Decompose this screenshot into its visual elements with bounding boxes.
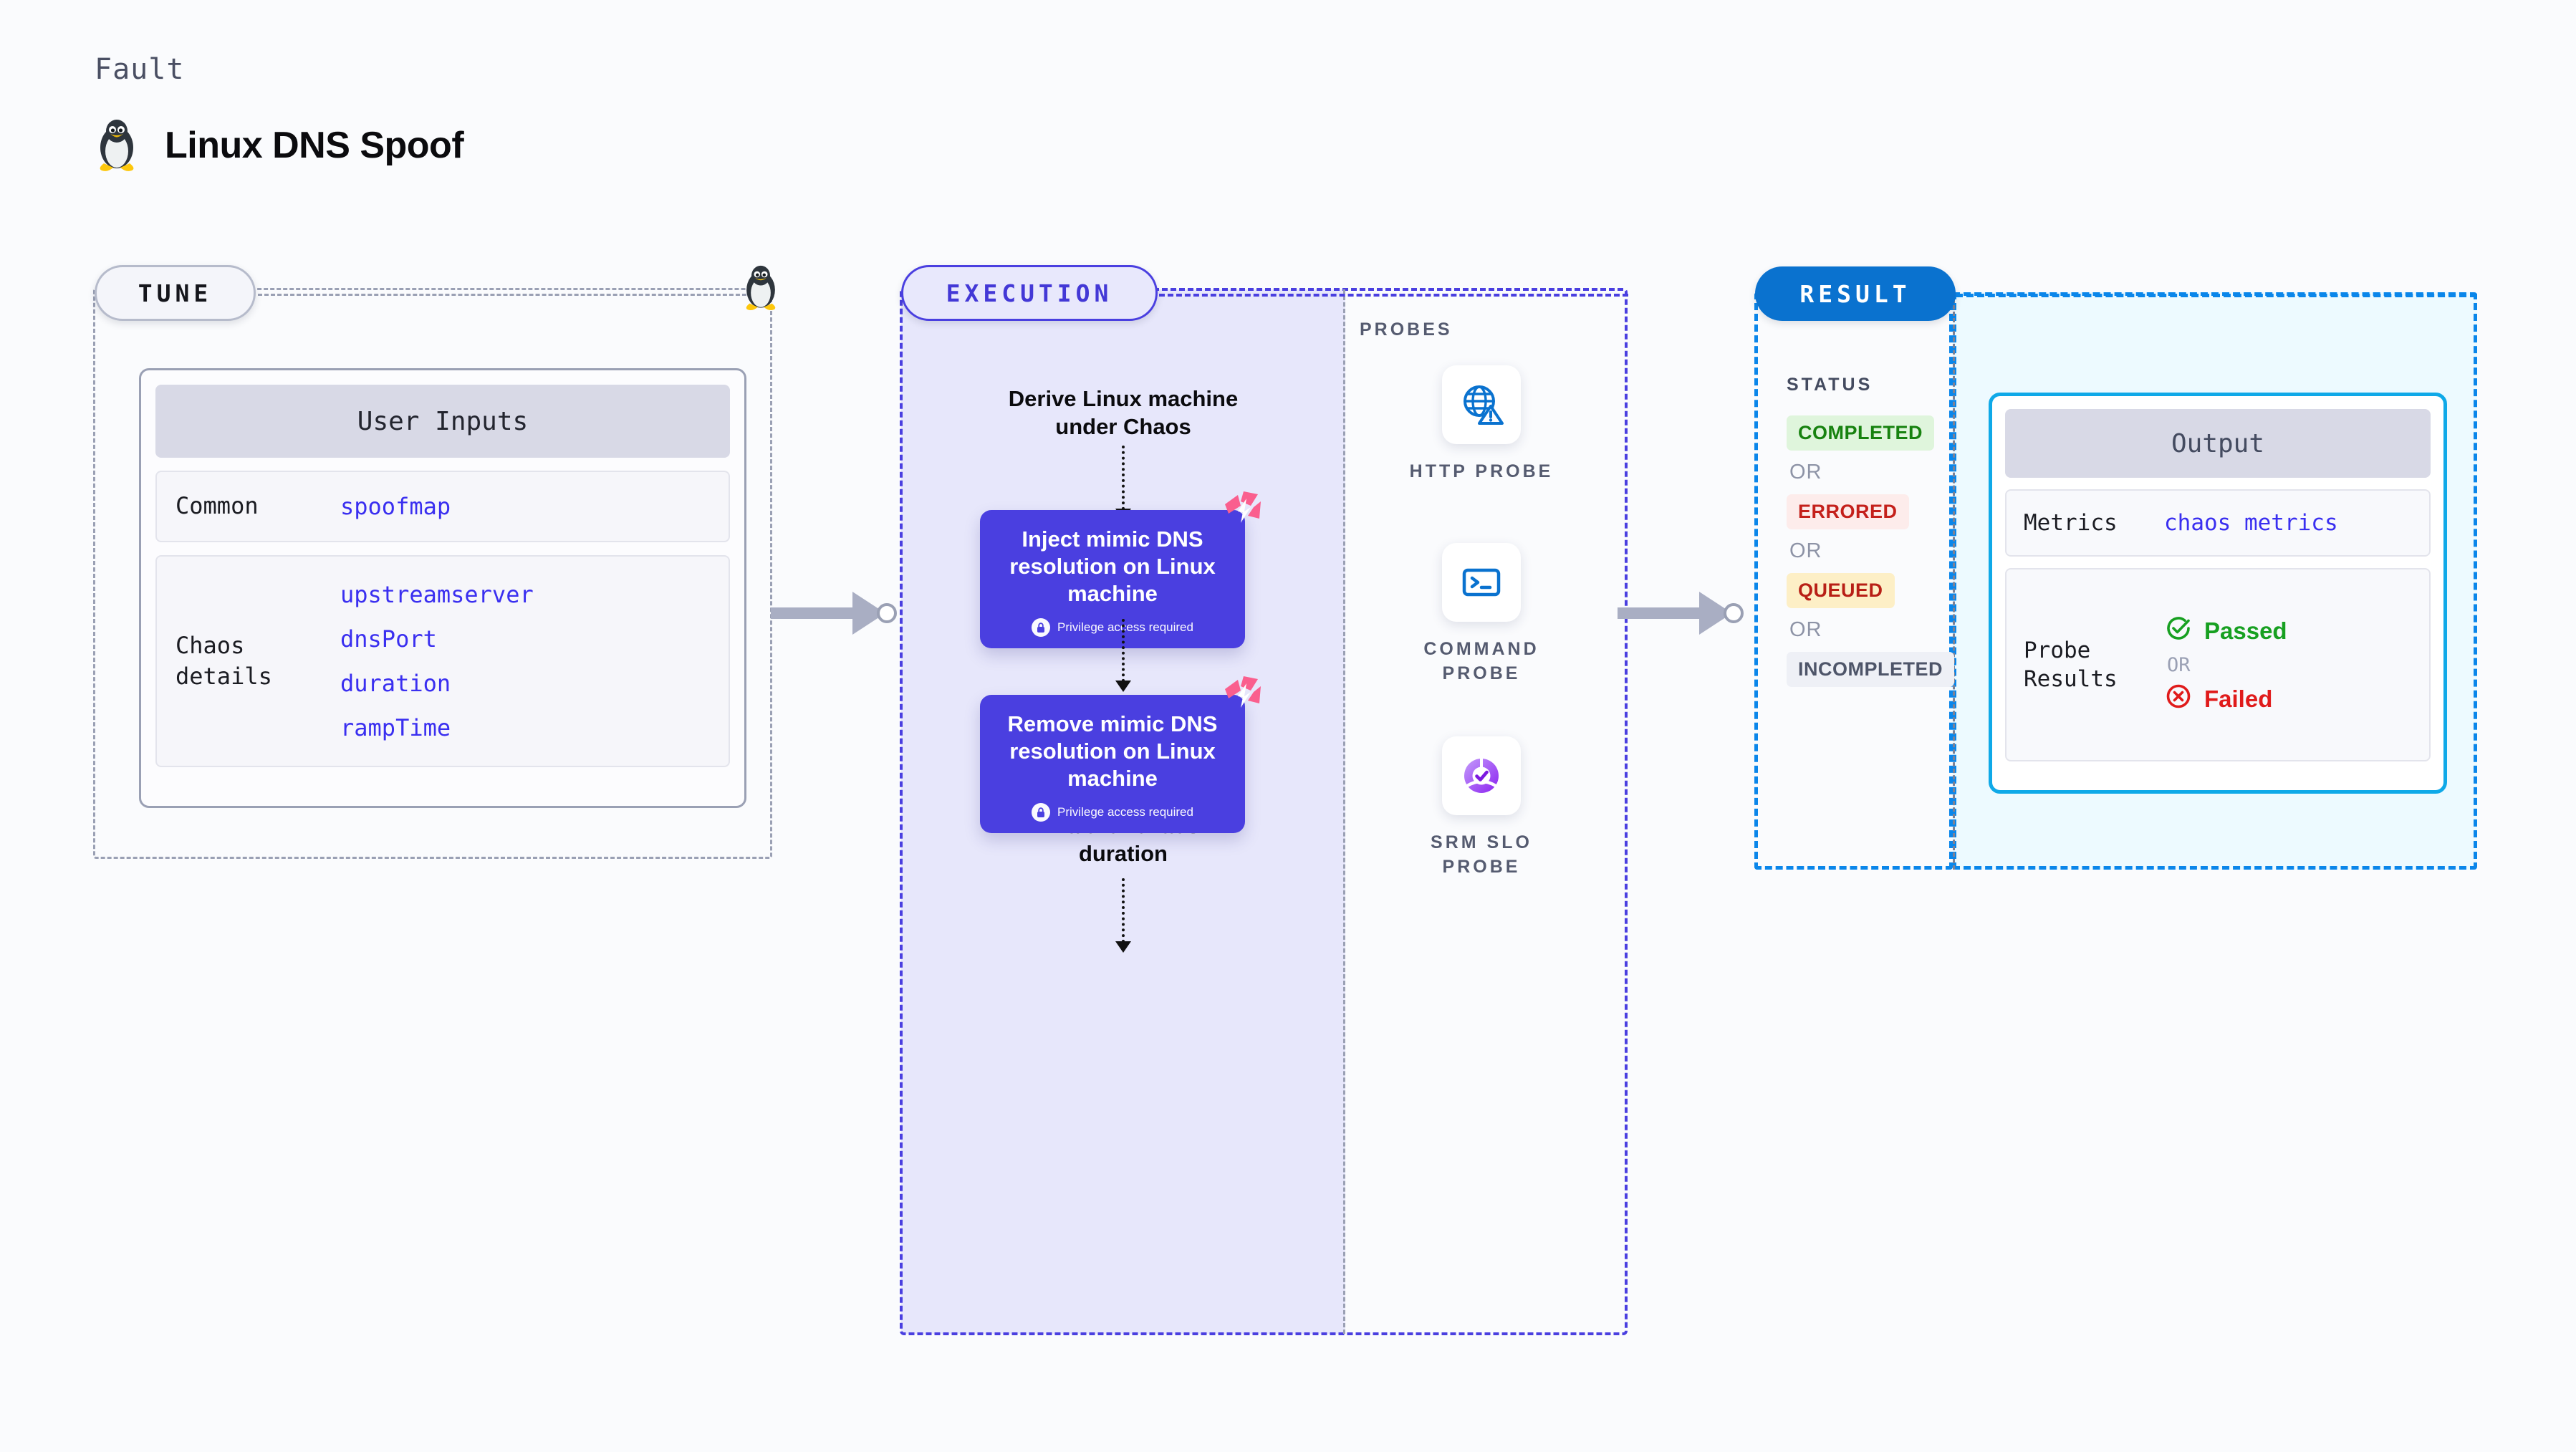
status-badge-completed: COMPLETED — [1787, 415, 1935, 451]
flow-arrow — [1115, 619, 1131, 692]
probe-result-failed: Failed — [2164, 682, 2287, 716]
probe-label: COMMAND PROBE — [1423, 639, 1539, 683]
row-key: Chaos details — [176, 631, 272, 690]
output-row-probe-results: Probe Results Passed OR — [2005, 568, 2431, 761]
status-title: STATUS — [1787, 375, 1873, 395]
node-note: Privilege access required — [993, 803, 1232, 822]
or-label: OR — [1789, 539, 1822, 562]
value-item: rampTime — [340, 714, 451, 741]
value-item: spoofmap — [340, 493, 451, 520]
probes-divider — [1343, 289, 1345, 1334]
tune-pill[interactable]: TUNE — [95, 265, 256, 321]
probes-title: PROBES — [1360, 319, 1453, 340]
or-label: OR — [1789, 461, 1822, 484]
node-note-text: Privilege access required — [1057, 805, 1193, 819]
check-circle-icon — [2164, 614, 2193, 648]
slo-donut-check-icon — [1442, 736, 1521, 815]
output-row-metrics: Metrics chaos metrics — [2005, 489, 2431, 557]
probe-srm-slo[interactable]: SRM SLO PROBE — [1403, 736, 1560, 880]
node-title: Remove mimic DNS resolution on Linux mac… — [1007, 711, 1218, 791]
probe-passed-label: Passed — [2204, 617, 2287, 644]
user-inputs-card: User Inputs Common spoofmap Chaos detail… — [139, 368, 746, 808]
execution-pill[interactable]: EXECUTION — [901, 265, 1158, 321]
row-values: upstreamserver dnsPort duration rampTime — [340, 581, 534, 741]
page-title: Linux DNS Spoof — [165, 125, 464, 166]
row-key: Probe Results — [2024, 637, 2118, 692]
x-circle-icon — [2164, 682, 2193, 716]
probe-label: SRM SLO PROBE — [1431, 832, 1532, 877]
probe-result-passed: Passed — [2164, 614, 2287, 648]
status-badge-errored: ERRORED — [1787, 494, 1909, 529]
tune-leader-line — [258, 294, 759, 296]
probe-result-values: Passed OR Failed — [2164, 614, 2287, 716]
row-values: spoofmap — [340, 493, 451, 520]
flow-arrow — [1115, 878, 1131, 953]
node-note: Privilege access required — [993, 618, 1232, 638]
output-card: Output Metrics chaos metrics Probe Resul… — [1989, 393, 2447, 794]
probe-command[interactable]: COMMAND PROBE — [1403, 543, 1560, 686]
execution-pill-label: EXECUTION — [946, 279, 1113, 307]
globe-warning-icon — [1442, 365, 1521, 444]
tune-panel — [93, 288, 772, 859]
tune-linux-penguin-icon — [741, 265, 780, 314]
result-pill[interactable]: RESULT — [1755, 266, 1956, 321]
value-item: dnsPort — [340, 625, 437, 653]
tune-pill-label: TUNE — [138, 279, 213, 307]
page-kicker: Fault — [95, 53, 185, 86]
page-title-row: Linux DNS Spoof — [95, 119, 464, 172]
result-pill-label: RESULT — [1799, 279, 1911, 308]
execution-probes-panel — [900, 288, 1628, 1335]
flow-node-inject[interactable]: Inject mimic DNS resolution on Linux mac… — [980, 491, 1261, 649]
probe-label: HTTP PROBE — [1409, 461, 1554, 481]
flow-node-remove[interactable]: Remove mimic DNS resolution on Linux mac… — [980, 676, 1261, 834]
user-inputs-title: User Inputs — [155, 385, 730, 458]
linux-penguin-icon — [95, 119, 139, 172]
result-divider — [1953, 292, 1955, 870]
value-item: upstreamserver — [340, 581, 534, 608]
probe-http[interactable]: HTTP PROBE — [1403, 365, 1560, 484]
or-label: OR — [1789, 618, 1822, 641]
node-title: Inject mimic DNS resolution on Linux mac… — [1009, 527, 1216, 606]
terminal-icon — [1442, 543, 1521, 622]
output-title: Output — [2005, 409, 2431, 478]
lock-icon — [1032, 803, 1051, 822]
value-item: duration — [340, 670, 451, 697]
row-value: chaos metrics — [2164, 510, 2338, 536]
result-leader-line — [1956, 294, 2477, 297]
connector-execution-to-result — [1618, 592, 1744, 635]
user-inputs-row-chaos-details: Chaos details upstreamserver dnsPort dur… — [155, 555, 730, 767]
status-badge-queued: QUEUED — [1787, 573, 1895, 608]
status-list: COMPLETED OR ERRORED OR QUEUED OR INCOMP… — [1787, 415, 1955, 687]
node-note-text: Privilege access required — [1057, 620, 1193, 635]
lock-icon — [1032, 618, 1051, 638]
flow-arrow — [1115, 446, 1131, 520]
harness-logo-icon — [1222, 675, 1264, 716]
status-badge-incompleted: INCOMPLETED — [1787, 652, 1955, 687]
harness-logo-icon — [1222, 490, 1264, 531]
probe-failed-label: Failed — [2204, 685, 2273, 712]
row-key: Common — [176, 492, 259, 520]
connector-tune-to-execution — [771, 592, 897, 635]
execution-leader-line — [1159, 294, 1628, 297]
user-inputs-row-common: Common spoofmap — [155, 471, 730, 542]
row-key: Metrics — [2024, 509, 2118, 536]
probe-or-label: OR — [2167, 653, 2191, 676]
